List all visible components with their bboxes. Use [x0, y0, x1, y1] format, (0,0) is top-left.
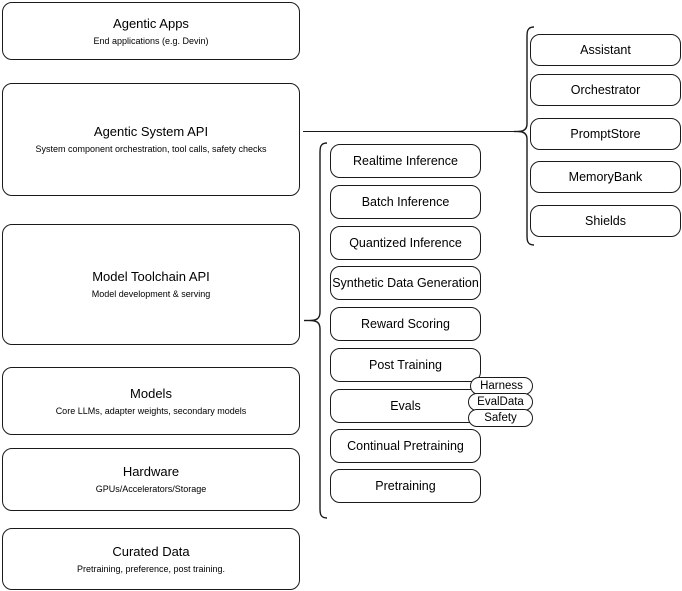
eval-subcomponent-evaldata[interactable]: EvalData: [468, 393, 533, 411]
toolchain-component-label: Reward Scoring: [361, 317, 450, 331]
system-component-label: PromptStore: [570, 127, 641, 141]
stack-layer-title: Hardware: [122, 464, 180, 479]
system-component-label: Assistant: [580, 43, 631, 57]
system-component-orchestrator[interactable]: Orchestrator: [530, 74, 681, 106]
system-component-assistant[interactable]: Assistant: [530, 34, 681, 66]
toolchain-component-quantized-inference[interactable]: Quantized Inference: [330, 226, 481, 260]
stack-layer-subtitle: End applications (e.g. Devin): [93, 35, 209, 46]
toolchain-component-batch-inference[interactable]: Batch Inference: [330, 185, 481, 219]
toolchain-component-label: Continual Pretraining: [347, 439, 464, 453]
toolchain-component-pretraining[interactable]: Pretraining: [330, 469, 481, 503]
eval-subcomponent-safety[interactable]: Safety: [468, 409, 533, 427]
toolchain-component-evals[interactable]: Evals: [330, 389, 481, 423]
stack-layer-subtitle: Pretraining, preference, post training.: [76, 563, 226, 574]
toolchain-component-realtime-inference[interactable]: Realtime Inference: [330, 144, 481, 178]
stack-layer-title: Curated Data: [112, 543, 190, 559]
system-component-memorybank[interactable]: MemoryBank: [530, 161, 681, 193]
stack-layer-subtitle: System component orchestration, tool cal…: [35, 144, 267, 154]
toolchain-component-label: Realtime Inference: [353, 154, 458, 168]
stack-layer-subtitle: Core LLMs, adapter weights, secondary mo…: [55, 405, 247, 416]
connector-system-api-to-components: [303, 131, 521, 132]
toolchain-component-label: Evals: [390, 399, 421, 413]
toolchain-component-continual-pretraining[interactable]: Continual Pretraining: [330, 429, 481, 463]
system-component-label: MemoryBank: [568, 170, 643, 184]
stack-layer-title: Models: [130, 385, 172, 401]
stack-layer-model-toolchain-api[interactable]: Model Toolchain API Model development & …: [2, 224, 300, 345]
toolchain-component-label: Batch Inference: [361, 195, 450, 209]
toolchain-component-label: Quantized Inference: [349, 236, 462, 250]
eval-subcomponent-label: Safety: [484, 412, 517, 424]
system-component-label: Orchestrator: [570, 83, 641, 97]
toolchain-component-label: Post Training: [369, 358, 442, 372]
toolchain-component-label: Pretraining: [375, 479, 436, 493]
toolchain-component-reward-scoring[interactable]: Reward Scoring: [330, 307, 481, 341]
stack-layer-title: Agentic Apps: [113, 15, 189, 31]
stack-layer-title: Agentic System API: [93, 124, 209, 139]
toolchain-component-post-training[interactable]: Post Training: [330, 348, 481, 382]
system-component-shields[interactable]: Shields: [530, 205, 681, 237]
stack-layer-curated-data[interactable]: Curated Data Pretraining, preference, po…: [2, 528, 300, 590]
system-component-promptstore[interactable]: PromptStore: [530, 118, 681, 150]
stack-layer-hardware[interactable]: Hardware GPUs/Accelerators/Storage: [2, 448, 300, 511]
stack-layer-subtitle: GPUs/Accelerators/Storage: [95, 484, 207, 494]
toolchain-component-synthetic-data-generation[interactable]: Synthetic Data Generation: [330, 266, 481, 300]
eval-subcomponent-label: EvalData: [477, 396, 524, 408]
eval-subcomponent-label: Harness: [480, 380, 523, 392]
stack-layer-title: Model Toolchain API: [92, 269, 210, 284]
system-component-label: Shields: [585, 214, 626, 228]
stack-layer-models[interactable]: Models Core LLMs, adapter weights, secon…: [2, 367, 300, 435]
stack-layer-subtitle: Model development & serving: [91, 289, 211, 299]
brace-toolchain-components: [303, 142, 329, 520]
toolchain-component-label: Synthetic Data Generation: [332, 276, 479, 290]
stack-layer-agentic-system-api[interactable]: Agentic System API System component orch…: [2, 83, 300, 196]
stack-layer-agentic-apps[interactable]: Agentic Apps End applications (e.g. Devi…: [2, 2, 300, 60]
